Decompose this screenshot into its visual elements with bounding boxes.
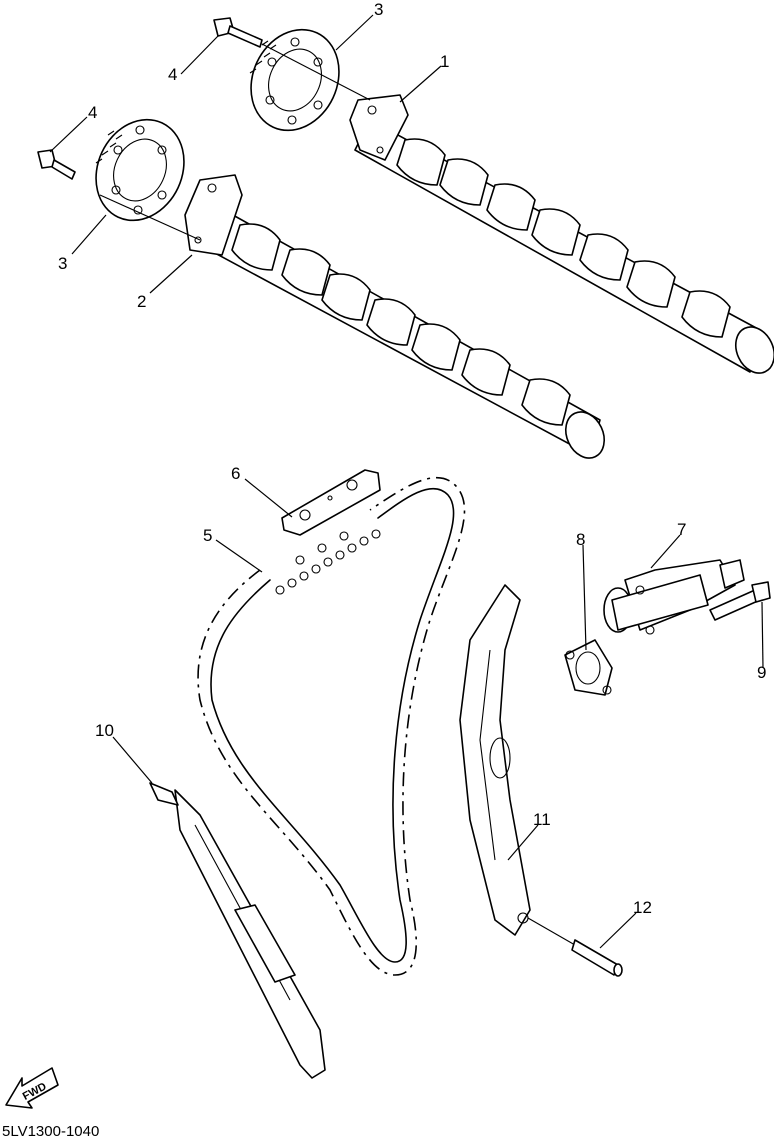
sprocket-bolt-upper xyxy=(213,17,371,101)
callout-8: 8 xyxy=(576,530,585,549)
cam-sprocket-upper xyxy=(249,28,340,132)
sprocket-bolt-lower xyxy=(37,149,201,241)
callout-4-lower: 4 xyxy=(88,103,97,122)
callout-labels: 1 2 3 3 4 4 5 6 7 8 9 10 11 12 xyxy=(58,0,766,917)
callout-11: 11 xyxy=(533,810,551,829)
callout-9: 9 xyxy=(757,663,766,682)
leader-lines xyxy=(49,14,764,949)
callout-6: 6 xyxy=(231,464,240,483)
diagram-code: 5LV1300-1040 xyxy=(2,1123,99,1140)
callout-2: 2 xyxy=(137,292,146,311)
callout-3-upper: 3 xyxy=(374,0,383,19)
guide-pin xyxy=(527,917,623,977)
callout-12: 12 xyxy=(633,898,652,917)
chain-links xyxy=(275,529,381,595)
camshaft-exhaust xyxy=(349,94,774,374)
tensioner-bolt xyxy=(709,581,771,621)
callout-4-upper: 4 xyxy=(168,65,177,84)
chain-guide-intake-side xyxy=(459,584,531,936)
cam-chain xyxy=(197,476,466,976)
callout-7: 7 xyxy=(677,520,686,539)
camshaft-intake xyxy=(184,174,606,459)
callout-1: 1 xyxy=(440,52,449,71)
forward-direction-indicator: FWD xyxy=(5,1067,59,1109)
fwd-arrow-icon xyxy=(5,1067,59,1109)
callout-3-lower: 3 xyxy=(58,254,67,273)
chain-guide-exhaust-side xyxy=(149,782,326,1079)
chain-tensioner xyxy=(603,559,745,635)
cam-sprocket-lower xyxy=(95,118,185,222)
callout-5: 5 xyxy=(203,526,212,545)
callout-10: 10 xyxy=(95,721,114,740)
tensioner-gasket xyxy=(564,639,613,696)
chain-guide-top xyxy=(281,469,381,536)
